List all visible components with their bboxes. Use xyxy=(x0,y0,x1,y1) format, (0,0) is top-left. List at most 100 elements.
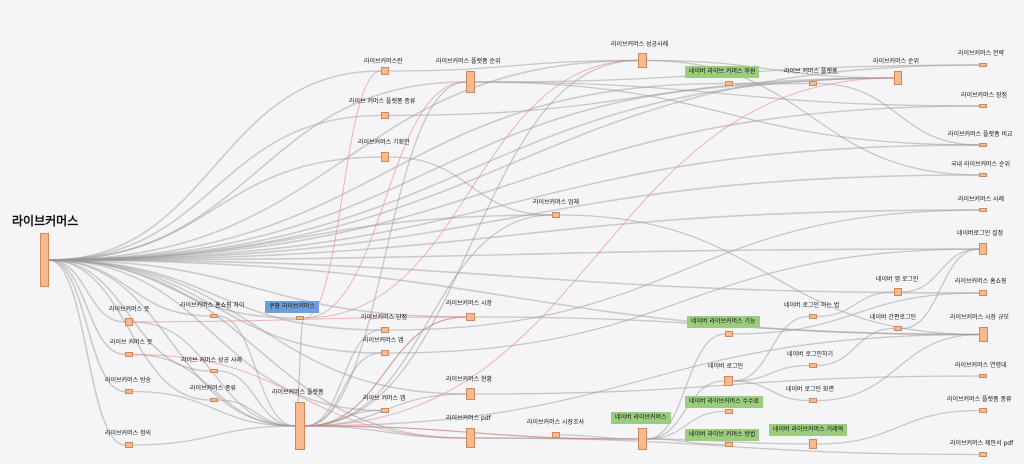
node-label-n29: 네이버 라이브커머스 수수료 xyxy=(685,396,764,408)
node-label-n14: 라이브 커머스 성공 사례 xyxy=(181,357,242,364)
node-n22[interactable] xyxy=(466,313,475,321)
node-n32[interactable] xyxy=(809,314,817,319)
node-n7[interactable] xyxy=(809,81,817,86)
node-n29[interactable] xyxy=(725,409,733,414)
node-label-n41: 라이브커머스 사례 xyxy=(958,196,1005,203)
node-n14[interactable] xyxy=(210,369,218,373)
link-root-n37 xyxy=(48,64,980,261)
node-n18[interactable] xyxy=(295,402,305,450)
node-n10[interactable] xyxy=(125,318,133,326)
link-n18-n44 xyxy=(304,333,980,427)
node-n21[interactable] xyxy=(381,408,389,413)
link-root-n2 xyxy=(48,114,382,261)
node-n36[interactable] xyxy=(894,326,902,331)
node-n23[interactable] xyxy=(466,388,475,400)
link-n16-n18 xyxy=(217,399,296,427)
node-n28[interactable] xyxy=(724,376,733,386)
node-n39[interactable] xyxy=(979,143,987,147)
node-label-n7: 라이브 커머스 플랫폼 xyxy=(784,68,838,75)
feedback-link-n18-n8 xyxy=(304,77,895,427)
node-n43[interactable] xyxy=(979,290,987,296)
node-n31[interactable] xyxy=(809,439,817,449)
node-n25[interactable] xyxy=(552,432,560,438)
link-n6-n8 xyxy=(732,77,895,85)
node-label-n3: 라이브커머스 기획안 xyxy=(358,139,410,146)
node-n46[interactable] xyxy=(979,408,987,413)
root-node[interactable] xyxy=(40,233,49,287)
node-n24[interactable] xyxy=(466,428,475,448)
link-root-n12 xyxy=(48,259,297,319)
node-label-n5: 라이브커머스 성공사례 xyxy=(611,41,669,48)
link-root-n9 xyxy=(48,214,553,261)
node-label-n39: 라이브커머스 플랫폼 비교 xyxy=(948,131,1013,138)
link-n28-n34 xyxy=(732,380,810,402)
node-label-n6: 네이버 라이브 커머스 후원 xyxy=(685,66,760,78)
node-n47[interactable] xyxy=(979,452,987,457)
node-label-n17: 라이브커머스 정의 xyxy=(105,430,152,437)
node-n19[interactable] xyxy=(381,327,389,333)
node-n26[interactable] xyxy=(638,428,647,450)
node-n42[interactable] xyxy=(979,243,987,255)
node-n35[interactable] xyxy=(894,288,902,296)
node-n13[interactable] xyxy=(125,352,133,357)
node-label-n9: 라이브커머스 업체 xyxy=(533,199,580,206)
node-n38[interactable] xyxy=(979,104,987,108)
node-n1[interactable] xyxy=(381,67,389,75)
link-n1-n5 xyxy=(388,59,639,72)
node-label-n42: 네이버로그인 설정 xyxy=(957,230,1004,237)
node-n37[interactable] xyxy=(979,63,987,67)
link-root-n24 xyxy=(48,259,467,439)
link-n10-n18 xyxy=(132,321,296,427)
node-n16[interactable] xyxy=(210,398,218,402)
node-label-n34: 네이버 로그인 화면 xyxy=(786,386,834,393)
node-n34[interactable] xyxy=(809,398,817,403)
node-label-n21: 라이브 커머스 앱 xyxy=(363,395,406,402)
node-n5[interactable] xyxy=(638,53,647,68)
node-n15[interactable] xyxy=(125,389,133,394)
link-root-n7 xyxy=(48,82,810,261)
link-root-n5 xyxy=(48,59,639,261)
node-label-n10: 라이브커머스 뜻 xyxy=(109,306,150,313)
node-n11[interactable] xyxy=(210,314,218,318)
link-root-n22 xyxy=(48,259,467,318)
node-n44[interactable] xyxy=(979,327,988,342)
feedback-link-n12-n4 xyxy=(303,81,467,319)
link-root-n13 xyxy=(48,259,126,356)
node-n41[interactable] xyxy=(979,208,987,212)
root-label: 라이브커머스 xyxy=(12,214,79,228)
link-n26-n31 xyxy=(646,438,810,445)
node-label-n37: 라이브커머스 전략 xyxy=(958,50,1005,57)
node-n45[interactable] xyxy=(979,374,987,378)
node-n3[interactable] xyxy=(381,152,389,162)
node-n20[interactable] xyxy=(381,350,389,356)
node-label-n35: 네이버 앱 로그인 xyxy=(876,276,919,283)
link-root-n43 xyxy=(48,259,980,294)
feedback-link-n18-n22 xyxy=(304,316,467,427)
link-n31-n46 xyxy=(816,409,980,445)
link-n35-n42 xyxy=(901,248,980,293)
node-label-n45: 라이브커머스 연령대 xyxy=(955,362,1007,369)
link-root-n17 xyxy=(48,259,126,446)
link-root-n21 xyxy=(48,259,382,412)
node-label-n24: 라이브커머스 pdf xyxy=(446,415,491,422)
node-label-n22: 라이브커머스 시장 xyxy=(446,300,493,307)
node-label-n31: 네이버 라이브커머스 거래액 xyxy=(769,424,848,436)
node-n17[interactable] xyxy=(125,442,133,448)
node-label-n15: 라이브커머스 방송 xyxy=(105,377,152,384)
node-n8[interactable] xyxy=(894,71,902,85)
node-n33[interactable] xyxy=(809,363,817,368)
node-n4[interactable] xyxy=(466,71,475,93)
node-label-n11: 라이브커머스 홈쇼핑 차이 xyxy=(180,302,245,309)
node-n27[interactable] xyxy=(725,331,733,337)
node-n9[interactable] xyxy=(552,212,560,218)
node-label-n8: 라이브커머스 순위 xyxy=(873,58,920,65)
node-n40[interactable] xyxy=(979,173,987,177)
link-n26-n27 xyxy=(646,333,726,440)
link-root-n20 xyxy=(48,259,382,354)
node-n12[interactable] xyxy=(296,316,304,320)
node-n6[interactable] xyxy=(725,81,733,86)
node-n30[interactable] xyxy=(725,442,733,447)
link-n18-n19 xyxy=(304,329,382,427)
node-n2[interactable] xyxy=(381,112,389,119)
node-label-n28: 네이버 로그인 xyxy=(708,363,744,370)
